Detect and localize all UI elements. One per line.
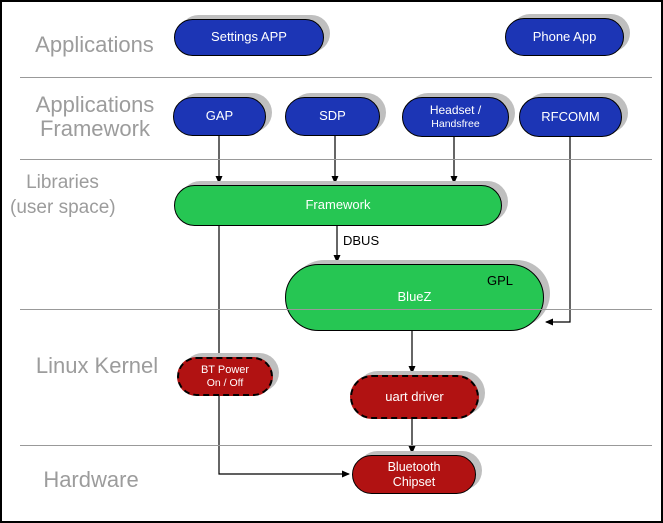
node-label: SDP bbox=[319, 108, 346, 124]
node-rfcomm: RFCOMM bbox=[519, 97, 622, 137]
node-label: BlueZ bbox=[397, 289, 432, 305]
gpl-badge: GPL bbox=[486, 273, 513, 288]
node-label-line2: On / Off bbox=[206, 376, 244, 389]
node-bt-power-on-off: BT Power On / Off bbox=[177, 357, 273, 396]
layer-separator-2 bbox=[20, 159, 652, 160]
layer-separator-1 bbox=[20, 77, 652, 78]
layer-label-line: Applications bbox=[35, 32, 154, 57]
node-label: Settings APP bbox=[211, 29, 287, 45]
dbus-edge-label: DBUS bbox=[343, 233, 380, 248]
node-label: BT Power bbox=[200, 364, 250, 377]
node-framework: Framework bbox=[174, 185, 502, 226]
layer-label-hardware: Hardware bbox=[30, 468, 152, 492]
layer-label-line: Libraries bbox=[26, 172, 99, 193]
edge-rfcomm-to-bluez bbox=[545, 135, 571, 326]
edge-framework-to-chipset bbox=[218, 224, 350, 478]
node-label: GAP bbox=[205, 108, 234, 124]
node-label-line2: Handsfree bbox=[431, 117, 480, 130]
layer-label-libraries-user-space: Libraries (user space) bbox=[10, 170, 116, 220]
layer-label-applications-framework: Applications Framework bbox=[25, 93, 165, 141]
layer-label-line: Hardware bbox=[43, 467, 139, 492]
node-label: Framework bbox=[305, 197, 371, 213]
layer-label-line: Linux Kernel bbox=[35, 353, 159, 378]
node-label: uart driver bbox=[385, 388, 444, 404]
layer-label-line: Framework bbox=[39, 116, 150, 141]
node-label: Phone App bbox=[532, 28, 597, 44]
layer-separator-3 bbox=[20, 309, 652, 310]
node-label: Bluetooth bbox=[387, 460, 441, 475]
layer-label-line: Applications bbox=[35, 92, 155, 117]
node-bluetooth-chipset: Bluetooth Chipset bbox=[352, 455, 476, 494]
node-sdp: SDP bbox=[285, 97, 380, 136]
node-bluez: BlueZ GPL bbox=[285, 264, 544, 331]
node-settings-app: Settings APP bbox=[174, 19, 324, 56]
node-label: Headset / bbox=[429, 103, 482, 118]
node-uart-driver: uart driver bbox=[350, 375, 479, 419]
node-headset-handsfree: Headset / Handsfree bbox=[402, 97, 509, 137]
node-label: RFCOMM bbox=[541, 108, 600, 124]
layer-label-applications: Applications bbox=[27, 33, 162, 57]
layer-label-linux-kernel: Linux Kernel bbox=[27, 354, 167, 378]
node-label-line2: Chipset bbox=[392, 474, 436, 489]
layer-label-line: (user space) bbox=[10, 197, 116, 218]
layer-separator-4 bbox=[20, 445, 652, 446]
node-gap: GAP bbox=[173, 97, 266, 136]
node-phone-app: Phone App bbox=[505, 18, 624, 56]
